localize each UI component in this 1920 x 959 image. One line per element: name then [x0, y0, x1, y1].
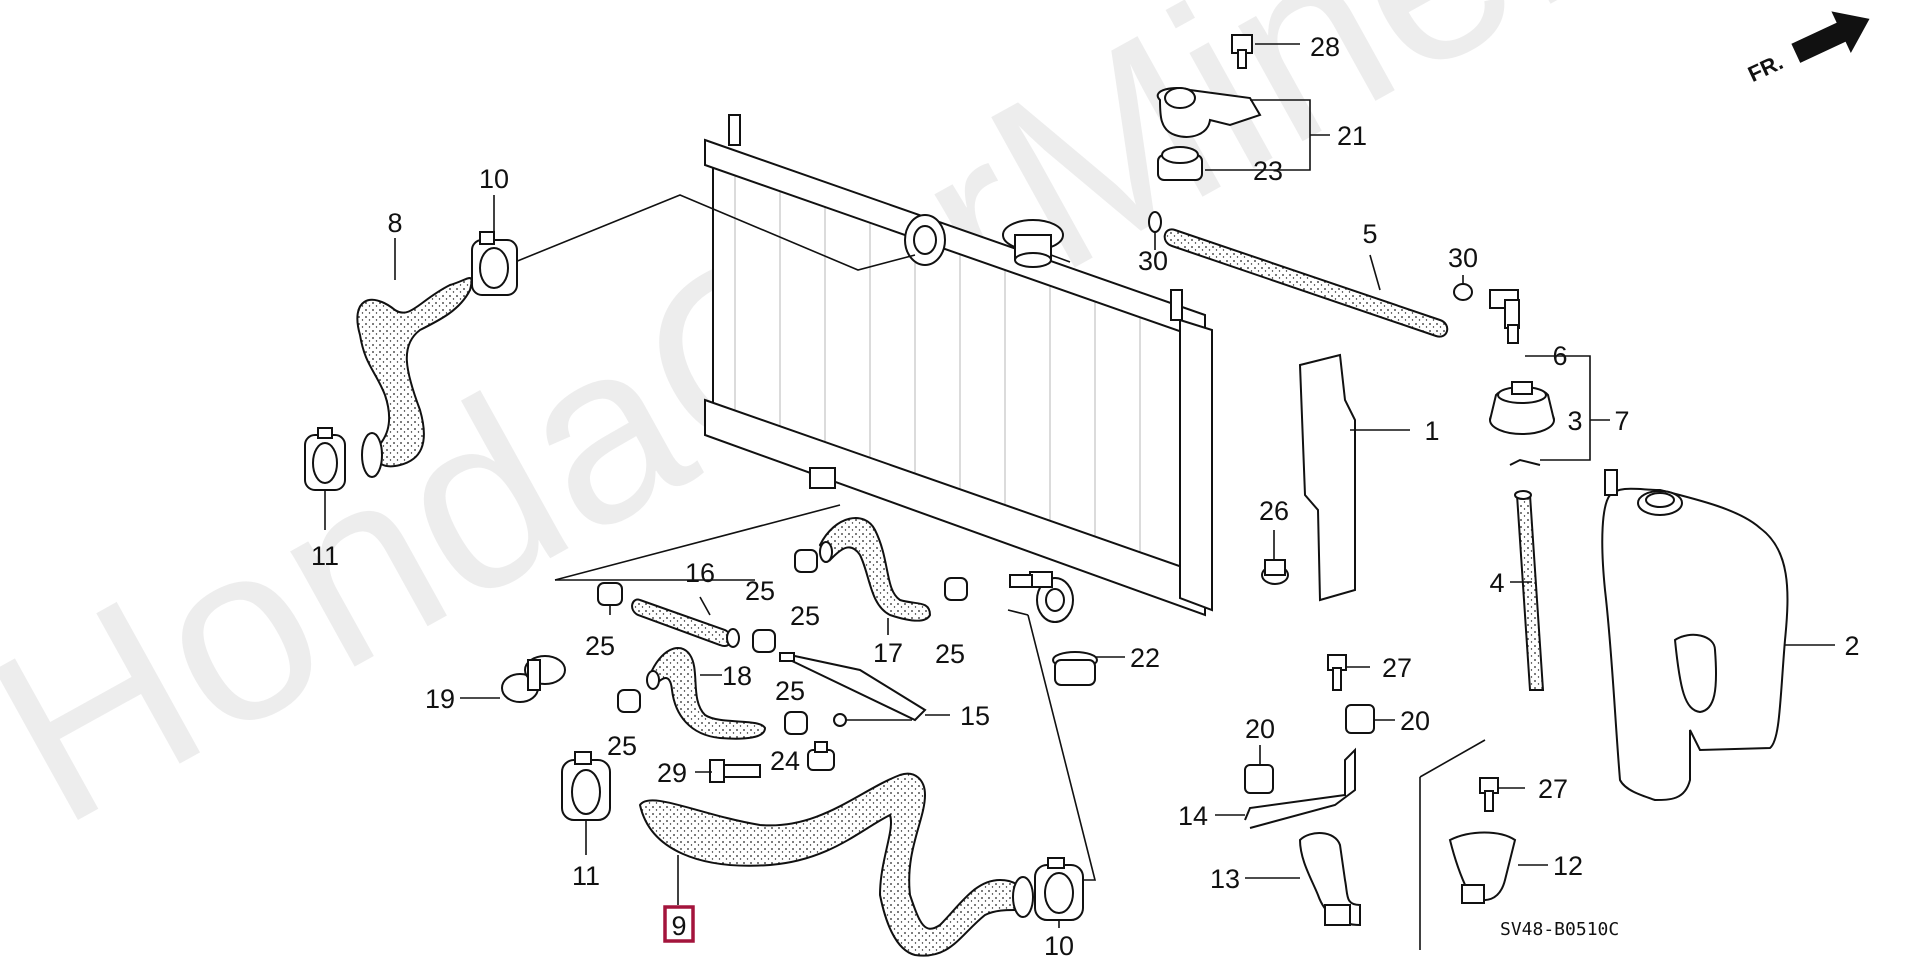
label-part-17[interactable]: 17 — [873, 638, 903, 668]
front-label: FR. — [1744, 49, 1787, 87]
label-part-27-lower[interactable]: 27 — [1538, 774, 1568, 804]
label-part-8[interactable]: 8 — [387, 208, 402, 238]
radiator-drawing — [704, 114, 1213, 623]
label-leaders — [324, 43, 1835, 928]
front-arrow-icon — [1791, 11, 1870, 63]
label-part-28[interactable]: 28 — [1310, 32, 1340, 62]
front-direction-indicator: FR. — [1744, 11, 1870, 87]
label-part-12[interactable]: 12 — [1553, 851, 1583, 881]
lower-radiator-hose — [638, 772, 1034, 957]
label-part-7[interactable]: 7 — [1614, 406, 1629, 436]
label-part-3[interactable]: 3 — [1567, 406, 1582, 436]
label-part-18[interactable]: 18 — [722, 661, 752, 691]
hose-clamp-11-lower — [561, 751, 611, 821]
label-part-19[interactable]: 19 — [425, 684, 455, 714]
radiator-leaders — [514, 194, 1097, 881]
label-part-22[interactable]: 22 — [1130, 643, 1160, 673]
label-part-25-c[interactable]: 25 — [790, 601, 820, 631]
label-part-27-upper[interactable]: 27 — [1382, 653, 1412, 683]
hose-clamp-11-upper — [304, 427, 346, 491]
label-part-1[interactable]: 1 — [1424, 416, 1439, 446]
highlight-frame-9 — [663, 905, 695, 943]
label-part-23[interactable]: 23 — [1253, 156, 1283, 186]
label-part-26[interactable]: 26 — [1259, 496, 1289, 526]
label-part-25-f[interactable]: 25 — [775, 676, 805, 706]
label-part-25-b[interactable]: 25 — [745, 576, 775, 606]
label-part-30-right[interactable]: 30 — [1448, 243, 1478, 273]
label-part-5[interactable]: 5 — [1362, 219, 1377, 249]
label-part-29[interactable]: 29 — [657, 758, 687, 788]
label-part-21[interactable]: 21 — [1337, 121, 1367, 151]
upper-radiator-hose — [356, 277, 473, 478]
hose-clamp-10-lower — [1034, 857, 1084, 921]
label-part-14[interactable]: 14 — [1178, 801, 1208, 831]
label-part-25-d[interactable]: 25 — [935, 639, 965, 669]
right-side-parts — [1052, 34, 1789, 950]
hose-clamp-10-upper — [471, 231, 518, 296]
label-part-15[interactable]: 15 — [960, 701, 990, 731]
label-part-25-e[interactable]: 25 — [607, 731, 637, 761]
label-part-9[interactable]: 9 — [671, 911, 686, 941]
label-part-16[interactable]: 16 — [685, 558, 715, 588]
label-part-11-lower[interactable]: 11 — [572, 861, 600, 891]
label-part-20-lower[interactable]: 20 — [1245, 714, 1275, 744]
diagram-code: SV48-B0510C — [1500, 919, 1619, 940]
label-part-6[interactable]: 6 — [1552, 341, 1567, 371]
label-part-30-left[interactable]: 30 — [1138, 246, 1168, 276]
label-part-25-a[interactable]: 25 — [585, 631, 615, 661]
atf-hoses — [631, 517, 932, 740]
label-part-24[interactable]: 24 — [770, 746, 800, 776]
label-part-10-lower[interactable]: 10 — [1044, 931, 1074, 959]
label-part-13[interactable]: 13 — [1210, 864, 1240, 894]
label-part-4[interactable]: 4 — [1489, 568, 1504, 598]
label-part-20-upper[interactable]: 20 — [1400, 706, 1430, 736]
label-part-11-upper[interactable]: 11 — [311, 541, 339, 571]
part-labels: 1 2 3 4 5 6 7 8 9 10 10 11 11 12 13 14 1… — [311, 32, 1860, 959]
label-part-10-upper[interactable]: 10 — [479, 164, 509, 194]
label-part-2[interactable]: 2 — [1844, 631, 1859, 661]
